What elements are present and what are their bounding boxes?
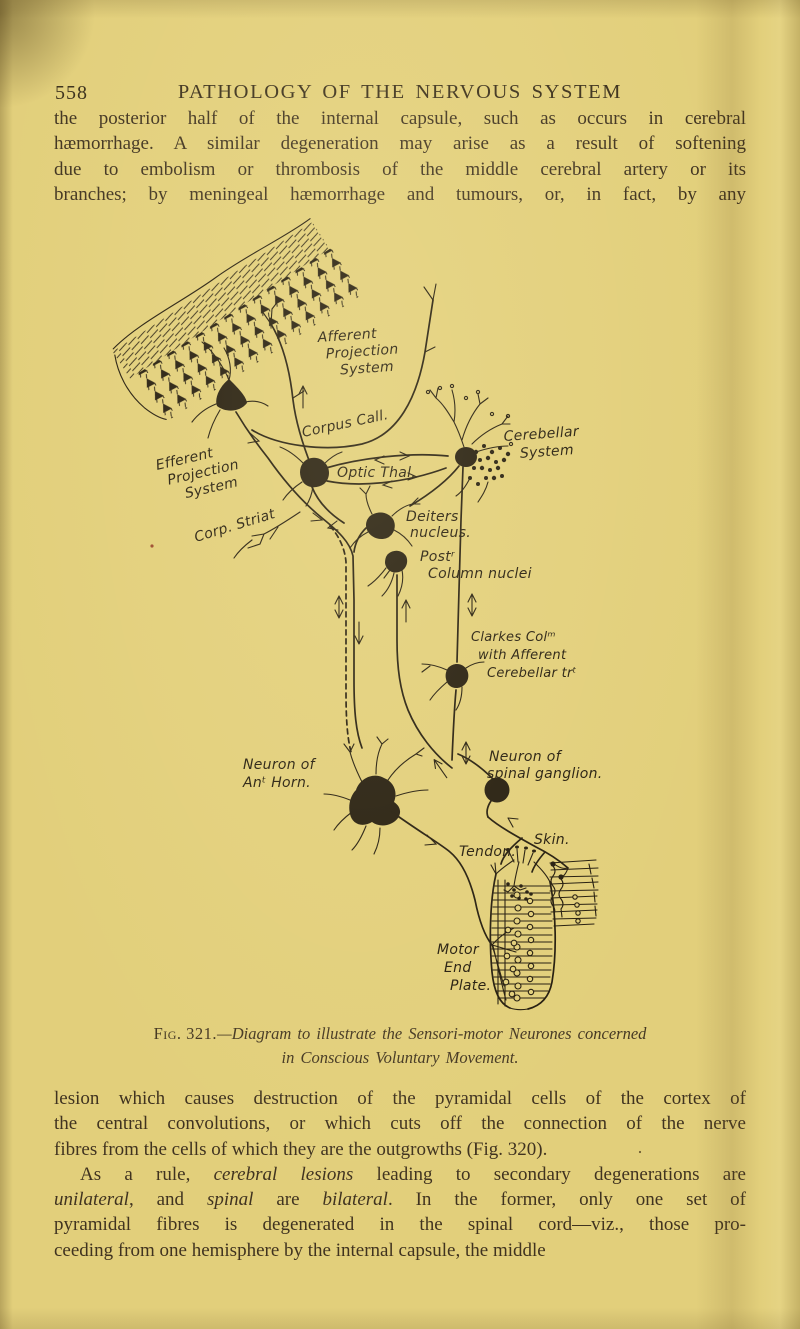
label-text: Projection [166,457,241,489]
motor-end-plate [491,926,518,1001]
nerve-ending-bulb [550,861,556,867]
label-deiters-nucleus: nucleus. [410,525,471,541]
arrow-down-right-icon [310,512,324,522]
label-clarkes-column: Cerebellar trᵗ [487,666,577,681]
spindle-nuclei-chain [513,891,535,1002]
label-motor-end-plate: Motor [437,942,480,958]
arrow-up-icon [401,599,411,623]
label-skin: Skin. [534,832,570,848]
text-run-italic: spinal [206,1189,254,1211]
label-deiters-nucleus: Deiters [406,509,459,525]
text-run-italic: unilateral [54,1189,129,1211]
label-text: Cerebellar [503,424,580,445]
label-corpus-striatum: Corp. Striat [192,506,277,546]
spindle-ending-dots [506,882,533,901]
double-arrow-icon [467,593,477,617]
label-afferent-projection: Afferent Projection System [316,326,399,379]
paragraph-top: the posterior half of the internal capsu… [54,106,746,207]
text-run: are [253,1189,323,1211]
deiters-nucleus-neuron [326,485,421,553]
afferent-fiber [261,299,313,469]
paragraph-bottom: lesion which causes destruction of the p… [54,1086,746,1263]
corpus-striatum-sprigs [233,511,301,559]
posterior-column-neuron [367,550,453,781]
label-motor-end-plate: End [444,960,472,976]
text-run-italic: cerebral lesions [213,1163,354,1185]
label-motor-end-plate: Plate. [450,978,491,994]
arrow-down-icon [354,621,364,645]
caption-text: —Diagram to illustrate the Sensori-motor… [217,1024,647,1043]
cortex-band [112,218,364,424]
text-line: ceeding from one hemisphere by the inter… [54,1239,546,1261]
label-optic-thalamus: Optic Thal. [337,465,416,481]
text-line: pyramidal fibres is degenerated in the s… [54,1214,746,1236]
text-run: , and [128,1189,207,1211]
label-text: System [183,474,239,502]
arrow-down-right-icon [424,834,438,846]
arrow-left-icon [326,520,339,531]
text-run: . In the former, only one set of [387,1189,746,1211]
text-line: the posterior half of the internal capsu… [54,108,746,129]
anterior-horn-neuron [323,736,493,946]
label-text: Afferent [316,326,377,346]
label-text: Projection [325,341,399,362]
label-clarkes-column: with Afferent [478,648,567,663]
text-line: branches; by meningeal hæmorrhage and tu… [54,183,746,205]
figure-caption: Fig. 321.—Diagram to illustrate the Sens… [0,1022,800,1070]
pyramidal-cell [191,341,269,439]
text-line: hæmorrhage. A similar degeneration may a… [54,133,746,155]
page-title: PATHOLOGY OF THE NERVOUS SYSTEM [177,81,623,103]
corpus-callosum-fiber [251,283,437,449]
nerve-ending-bulb [558,874,564,880]
granule-cell-dots [468,444,511,486]
caption-line-1: Fig. 321.—Diagram to illustrate the Sens… [0,1022,800,1046]
text-line: unilateral, and spinal are bilateral. In… [54,1187,746,1212]
optic-thalamus-neuron [279,446,449,524]
muscle-spindle [489,845,557,1011]
double-arrow-icon [373,451,419,489]
label-text: Efferent [154,445,215,474]
arrow-up-left-icon [507,817,519,828]
skin-patch [549,859,599,927]
text-line: As a rule, cerebral lesions leading to s… [54,1162,746,1187]
double-arrow-icon [461,741,471,765]
arrow-down-right-icon [247,432,261,444]
label-corpus-callosum: Corpus Call. [301,407,390,441]
label-cerebellar-system: Cerebellar System [503,424,580,462]
page-number: 558 [55,82,88,104]
clarkes-column-neuron [421,661,485,761]
label-efferent-projection: Efferent Projection System [154,445,241,502]
figure-number: Fig. 321. [153,1024,218,1043]
cerebellar-purkinje-neuron [409,383,514,663]
text-run: leading to secondary degenerations are [353,1163,746,1185]
label-spinal-ganglion: Neuron of [489,749,563,765]
double-arrow-icon [334,595,344,619]
label-spinal-ganglion: spinal ganglion. [487,766,603,782]
text-line: fibres from the cells of which they are … [54,1138,548,1160]
arrow-up-icon [298,385,308,409]
label-posterior-column: Postʳ [420,549,456,565]
text-run: As a rule, [80,1163,214,1185]
text-line: the central convolutions, or which cuts … [54,1113,746,1135]
text-line: due to embolism or thrombosis of the mid… [54,158,746,180]
label-anterior-horn: Anᵗ Horn. [242,775,311,791]
label-clarkes-column: Clarkes Colᵐ [471,630,556,645]
efferent-tract [235,411,364,753]
label-text: System [519,442,574,462]
paper-speck [150,544,154,548]
label-posterior-column: Column nuclei [428,566,532,582]
spinal-ganglion-neuron [457,741,569,873]
label-tendon: Tendon. [459,844,516,860]
caption-line-2: in Conscious Voluntary Movement. [281,1048,519,1067]
text-run-italic: bilateral [322,1189,388,1211]
arrow-up-icon [430,756,451,781]
label-anterior-horn: Neuron of [243,757,317,773]
label-text: System [339,359,394,379]
text-line: lesion which causes destruction of the p… [54,1088,746,1109]
